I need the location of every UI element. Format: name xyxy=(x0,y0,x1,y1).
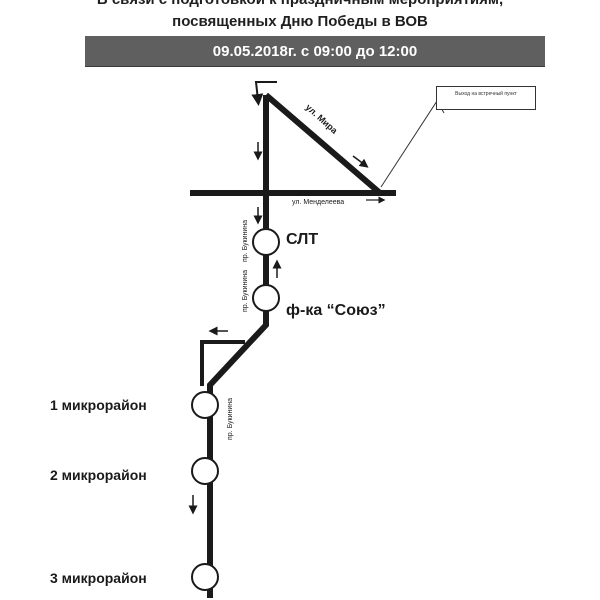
stop-label-mkr3: 3 микрорайон xyxy=(50,570,147,586)
stop-circle-mkr3 xyxy=(191,563,219,591)
date-range-text: 09.05.2018г. с 09:00 до 12:00 xyxy=(212,42,418,60)
callout-text: Выход на встречный пункт xyxy=(455,91,517,97)
route-main xyxy=(207,193,269,598)
direction-arrow-4 xyxy=(352,155,369,168)
stop-circle-slt xyxy=(252,228,280,256)
callout-pointer xyxy=(380,100,445,188)
street-label-bulkina-upper: пр. Букинина xyxy=(242,220,249,262)
header-line-1: В связи с подготовкой к праздничным меро… xyxy=(0,0,600,8)
callout-box: Выход на встречный пункт xyxy=(436,86,536,110)
stop-label-slt: СЛТ xyxy=(286,231,319,248)
stop-circle-mkr2 xyxy=(191,457,219,485)
stop-label-mkr2: 2 микрорайон xyxy=(50,467,147,483)
header-line-2: посвященных Дню Победы в ВОВ xyxy=(172,13,428,30)
street-label-bulkina-lower: пр. Букинина xyxy=(227,398,234,440)
date-range-bar: 09.05.2018г. с 09:00 до 12:00 xyxy=(85,36,545,66)
street-label-bulkina-mid: пр. Букинина xyxy=(242,270,249,312)
stop-label-mkr1: 1 микрорайон xyxy=(50,397,147,413)
stop-circle-mkr1 xyxy=(191,391,219,419)
street-label-mendeleeva: ул. Менделеева xyxy=(292,199,344,206)
route-triangle xyxy=(263,92,382,196)
stop-circle-soyuz xyxy=(252,284,280,312)
stop-label-soyuz: ф-ка “Союз” xyxy=(286,302,386,319)
route-detour xyxy=(200,340,245,386)
turn-arrow xyxy=(251,81,277,106)
